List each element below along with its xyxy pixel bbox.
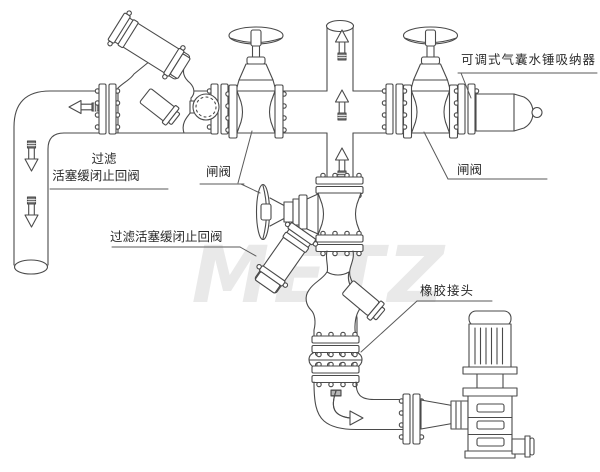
label-filter-check-valve-mid: 过滤活塞缓闭止回阀 — [110, 229, 257, 257]
reducer-cone — [420, 399, 469, 430]
gate-valve-top-right — [399, 26, 462, 139]
label-text: 橡胶接头 — [420, 283, 474, 298]
label-text: 过滤 — [91, 151, 117, 166]
strainer-leg — [342, 280, 386, 321]
check-valve-cylinder — [254, 221, 319, 294]
flow-arrow-up-1 — [334, 29, 350, 61]
label-gate-valve-right: 闸阀 — [423, 131, 548, 180]
rubber-joint — [308, 331, 363, 388]
flow-arrow-down-2 — [24, 196, 39, 228]
strainer-leg — [139, 88, 181, 126]
gate-valve-top-left — [225, 26, 287, 139]
pipe-flange — [381, 83, 408, 135]
flow-arrow-elbow — [330, 389, 364, 426]
pressure-gauge — [189, 93, 220, 121]
label-text: 可调式气囊水锤吸纳器 — [461, 52, 596, 67]
flow-arrow-left — [68, 99, 100, 115]
flow-arrow-down-1 — [24, 140, 39, 172]
label-text: 闸阀 — [457, 162, 482, 177]
flow-arrow-up-2 — [334, 89, 350, 121]
label-text: 过滤活塞缓闭止回阀 — [110, 229, 223, 244]
pump-motor — [468, 310, 512, 368]
water-hammer-absorber — [475, 93, 543, 132]
label-gate-valve-left: 闸阀 — [199, 130, 261, 194]
label-text: 闸阀 — [206, 164, 231, 179]
vertical-pump — [462, 310, 535, 459]
label-text: 活塞缓闭止回阀 — [52, 168, 140, 183]
label-water-hammer-absorber: 可调式气囊水锤吸纳器 — [457, 52, 598, 99]
outlet-elbow-pipe — [313, 381, 404, 431]
open-pipe-end — [325, 19, 355, 33]
filter-piston-check-valve-middle — [254, 221, 386, 338]
check-valve-cylinder — [107, 10, 191, 80]
label-rubber-joint: 橡胶接头 — [360, 283, 493, 353]
top-riser-pipe — [325, 19, 355, 178]
pipe-flange — [398, 393, 425, 445]
pump-outlet — [511, 435, 535, 458]
left-outlet-pipe — [13, 90, 100, 275]
absorber-nub — [531, 106, 543, 119]
pipe-flange — [453, 83, 480, 135]
label-filter-check-valve-top: 过滤 活塞缓闭止回阀 — [49, 151, 169, 190]
open-pipe-end — [13, 259, 49, 275]
gate-valve-middle — [255, 172, 364, 257]
pipe-flange — [94, 83, 121, 135]
filter-piston-check-valve-top — [107, 10, 195, 134]
